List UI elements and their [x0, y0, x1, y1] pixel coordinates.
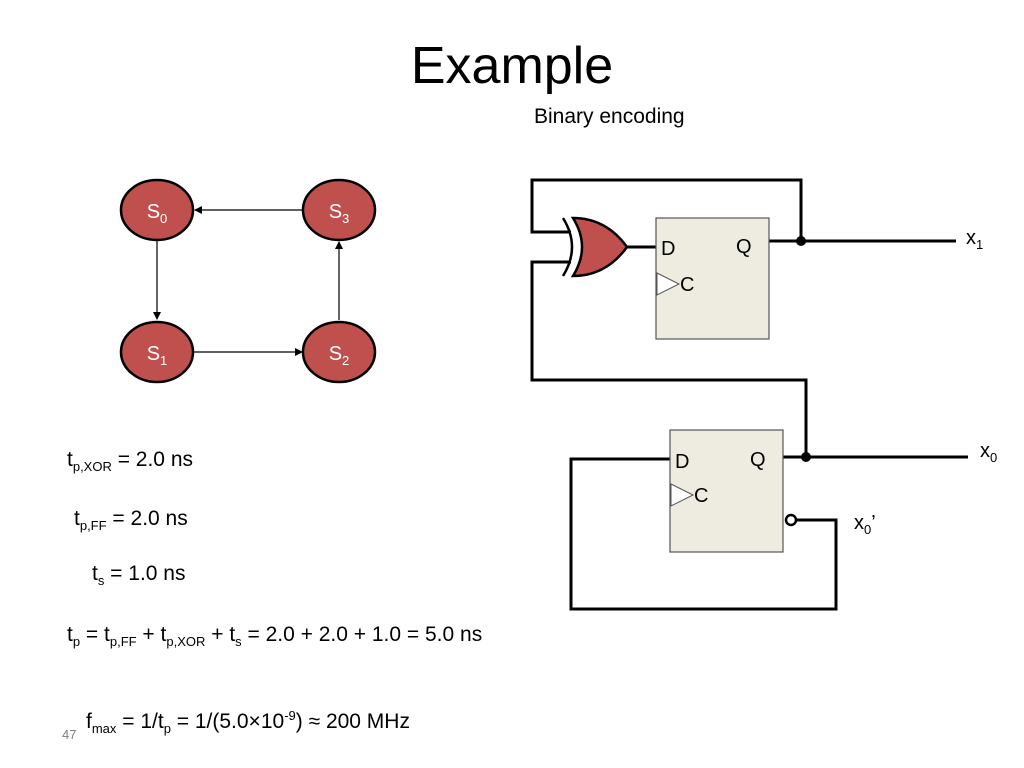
equation-tp-ff: tp,FF = 2.0 ns	[74, 507, 188, 534]
state-subscript: 1	[160, 353, 167, 368]
output-label-x1: x1	[966, 227, 983, 252]
svg-text:S2: S2	[329, 343, 350, 368]
output-label-x0-bar: x0’	[854, 512, 876, 537]
circuit-wires	[530, 178, 968, 611]
ff-bottom-d-label: D	[675, 451, 689, 473]
equation-ts: ts = 1.0 ns	[92, 562, 186, 589]
state-label: S	[147, 201, 160, 223]
svg-text:S1: S1	[147, 343, 168, 368]
wire-x0-to-xor	[530, 260, 808, 457]
ff-top-clk-label: C	[680, 274, 694, 296]
equation-tp-total: tp = tp,FF + tp,XOR + ts = 2.0 + 2.0 + 1…	[67, 623, 483, 650]
state-s0: S0	[119, 178, 195, 242]
svg-text:S3: S3	[329, 201, 350, 226]
inversion-bubble-icon	[784, 513, 798, 527]
state-label: S	[329, 343, 342, 365]
state-s1: S1	[119, 320, 195, 384]
state-s3: S3	[301, 178, 377, 242]
equation-tp-xor: tp,XOR = 2.0 ns	[67, 448, 193, 475]
ff-top-q-label: Q	[736, 236, 752, 258]
state-subscript: 0	[160, 211, 167, 226]
xor-gate	[561, 216, 629, 278]
equation-fmax: fmax = 1/tp = 1/(5.0×10-9) ≈ 200 MHz	[86, 708, 410, 737]
ff-bottom-q-label: Q	[750, 449, 766, 471]
slide-subtitle: Binary encoding	[534, 105, 685, 128]
svg-text:S0: S0	[147, 201, 168, 226]
flipflop-top: D Q C	[655, 217, 770, 340]
clock-triangle-icon	[670, 483, 695, 507]
state-s2: S2	[301, 320, 377, 384]
slide-number: 47	[62, 727, 77, 742]
output-label-x0: x0	[980, 440, 997, 465]
flipflop-bottom: D Q C	[669, 429, 784, 553]
state-transitions	[153, 206, 343, 356]
junction-dot-x1	[796, 236, 806, 246]
state-label: S	[147, 343, 160, 365]
slide-title: Example	[410, 37, 614, 95]
state-subscript: 2	[342, 353, 349, 368]
wire-x0bar-feedback	[569, 457, 838, 611]
junction-dot-x0	[801, 452, 811, 462]
clock-triangle-icon	[656, 272, 681, 296]
wire-x1-feedback	[530, 178, 803, 241]
ff-bottom-clk-label: C	[694, 485, 708, 507]
state-label: S	[329, 201, 342, 223]
state-subscript: 3	[342, 211, 349, 226]
ff-top-d-label: D	[661, 238, 675, 260]
